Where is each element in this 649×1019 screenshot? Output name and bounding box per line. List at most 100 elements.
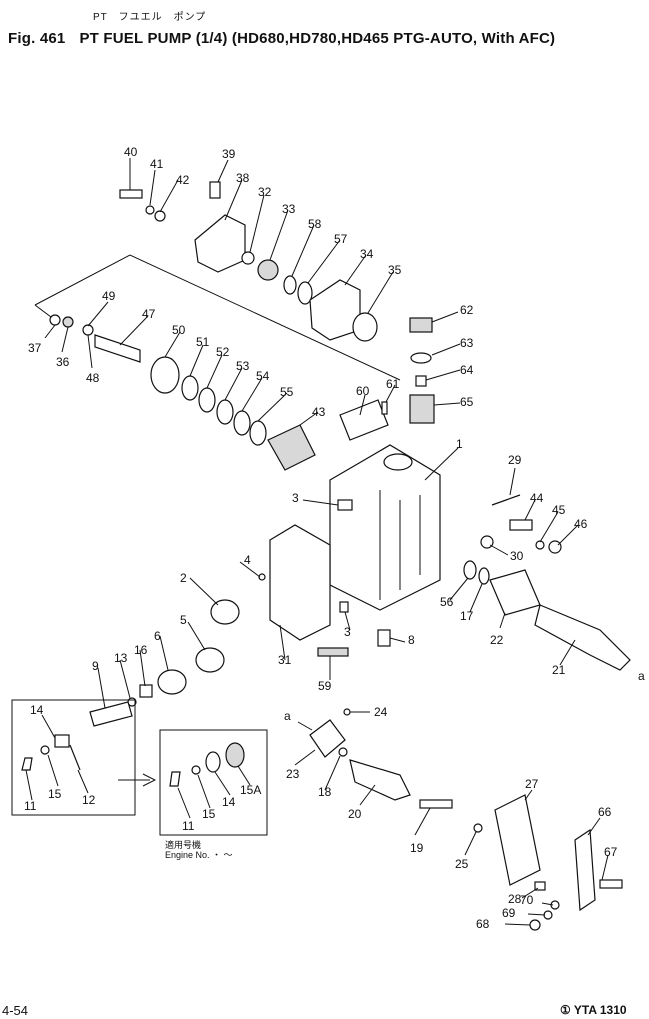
part-ring-54 — [233, 410, 251, 436]
callout-23: 23 — [286, 767, 300, 781]
callout-69: 69 — [502, 906, 516, 920]
part-washer-42 — [154, 210, 166, 222]
callout-13: 13 — [114, 651, 128, 665]
callout-61: 61 — [386, 377, 400, 391]
callout-34: 34 — [360, 247, 374, 261]
part-64 — [415, 375, 427, 387]
part-ring-58 — [283, 275, 297, 295]
leader-lines — [25, 158, 609, 926]
callout-67: 67 — [604, 845, 618, 859]
callout-29: 29 — [508, 453, 522, 467]
part-36 — [62, 316, 74, 328]
page-number: 4-54 — [2, 1003, 29, 1018]
callout-8: 8 — [408, 633, 415, 647]
callout-1: 1 — [456, 437, 463, 451]
part-24 — [343, 708, 351, 716]
part-3b — [339, 601, 349, 613]
callout-32: 32 — [258, 185, 272, 199]
callout-39: 39 — [222, 147, 236, 161]
part-45 — [535, 540, 545, 550]
envelope-line-top — [34, 254, 401, 381]
part-3 — [337, 499, 353, 511]
callout-46: 46 — [574, 517, 588, 531]
callout-25: 25 — [455, 857, 469, 871]
part-2 — [210, 599, 240, 625]
callout-38: 38 — [236, 171, 250, 185]
part-shaft-21 — [534, 604, 631, 671]
part-screw-39 — [209, 181, 221, 199]
callout-30: 30 — [510, 549, 524, 563]
callout-16: 16 — [134, 643, 148, 657]
part-28 — [534, 881, 546, 891]
callout-a: a — [284, 709, 291, 723]
fig-label: Fig. 461 — [8, 30, 66, 47]
callout-52: 52 — [216, 345, 230, 359]
part-32 — [241, 251, 255, 265]
part-stud-59 — [317, 647, 349, 657]
callout-53: 53 — [236, 359, 250, 373]
callout-11: 11 — [182, 819, 195, 833]
callout-47: 47 — [142, 307, 156, 321]
inset-box-right — [159, 729, 268, 836]
engine-label: Engine No. — [165, 850, 210, 860]
part-plate-60 — [339, 399, 389, 441]
part-spring-29 — [491, 494, 521, 506]
part-11b — [169, 771, 181, 787]
callout-15A: 15A — [240, 783, 261, 797]
lower-middle-parts — [309, 708, 483, 833]
callout-15: 15 — [48, 787, 62, 801]
left-middle-parts — [89, 499, 391, 727]
callout-3: 3 — [344, 625, 351, 639]
part-bracket-27 — [494, 794, 541, 886]
callout-65: 65 — [460, 395, 474, 409]
part-filter-65 — [409, 394, 435, 424]
shaft-assembly — [49, 314, 316, 471]
part-spool-43 — [267, 424, 316, 471]
callout-a: a — [638, 669, 645, 683]
part-cover-38 — [194, 214, 246, 273]
callout-33: 33 — [282, 202, 296, 216]
callout-60: 60 — [356, 384, 370, 398]
callout-15: 15 — [202, 807, 216, 821]
callout-6: 6 — [154, 629, 161, 643]
part-15b — [191, 765, 201, 775]
right-parts — [463, 494, 631, 671]
callout-42: 42 — [176, 173, 190, 187]
part-shaft-47 — [94, 334, 141, 363]
jp-subtitle: PT フユエル ポンプ — [93, 12, 207, 23]
callout-22: 22 — [490, 633, 504, 647]
part-bolt-40 — [119, 189, 143, 199]
part-68 — [529, 919, 541, 931]
callout-59: 59 — [318, 679, 332, 693]
housing-port — [383, 453, 413, 471]
callout-labels: 4041423938323358573435493736484750515253… — [24, 145, 645, 931]
callout-36: 36 — [56, 355, 70, 369]
callout-19: 19 — [410, 841, 424, 855]
part-ring-57 — [297, 281, 313, 305]
callout-12: 12 — [82, 793, 96, 807]
callout-37: 37 — [28, 341, 42, 355]
callout-18: 18 — [318, 785, 332, 799]
callout-11: 11 — [24, 799, 37, 813]
callout-21: 21 — [552, 663, 566, 677]
callout-4: 4 — [244, 553, 251, 567]
callout-9: 9 — [92, 659, 99, 673]
callout-14: 14 — [222, 795, 236, 809]
callout-70: 70 — [520, 893, 534, 907]
callout-55: 55 — [280, 385, 294, 399]
callout-3: 3 — [292, 491, 299, 505]
part-44 — [509, 519, 533, 531]
housing-detail — [379, 490, 421, 600]
part-ring-53 — [216, 399, 234, 425]
callout-17: 17 — [460, 609, 474, 623]
part-8 — [377, 629, 391, 647]
callout-63: 63 — [460, 336, 474, 350]
engine-note: 適用号機 Engine No. ・ ～ — [165, 840, 233, 860]
part-sleeve-22 — [489, 569, 541, 616]
part-6 — [157, 669, 187, 695]
part-bushing-35 — [352, 312, 378, 342]
part-shaft-20 — [349, 759, 411, 801]
engine-row: Engine No. ・ ～ — [165, 850, 233, 860]
